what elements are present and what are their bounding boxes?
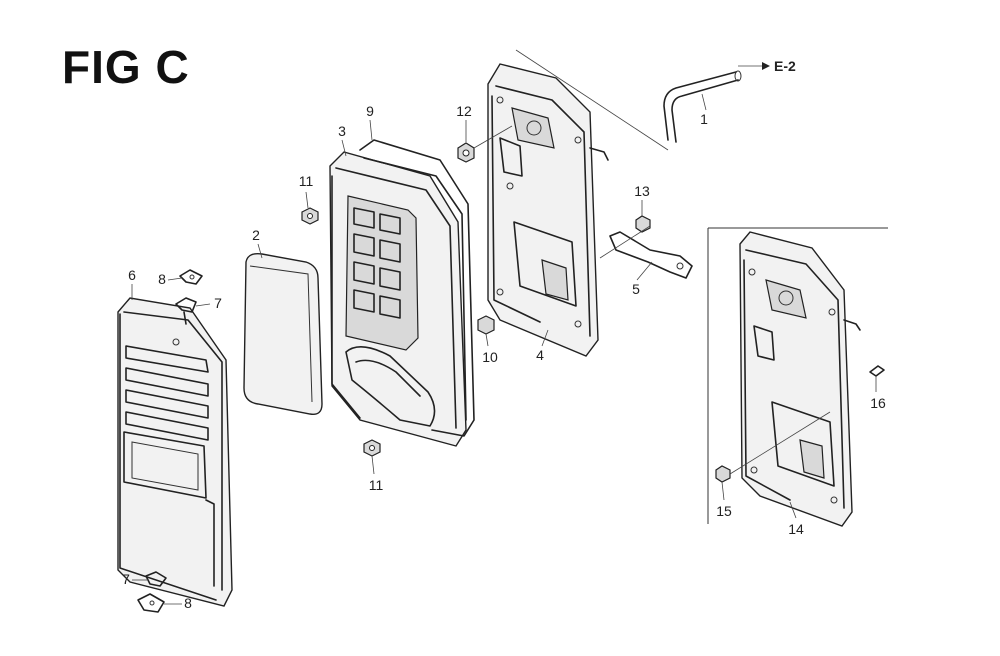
callout-8-lower: 8 bbox=[184, 595, 192, 611]
screw-7-lower bbox=[145, 571, 167, 587]
breather-tube bbox=[663, 70, 742, 143]
callout-labels: 1 2 3 4 5 6 7 7 8 8 9 10 11 11 12 13 14 … bbox=[122, 58, 886, 611]
reference-e2: E-2 bbox=[774, 58, 796, 74]
case-gasket bbox=[359, 139, 475, 437]
clip-8-upper bbox=[179, 269, 203, 285]
callout-7-upper: 7 bbox=[214, 295, 222, 311]
reference-diagonal bbox=[515, 49, 669, 151]
air-cleaner-cover bbox=[117, 297, 233, 607]
callout-6: 6 bbox=[128, 267, 136, 283]
callout-8-upper: 8 bbox=[158, 271, 166, 287]
inset-frame bbox=[707, 227, 888, 524]
callout-15: 15 bbox=[716, 503, 732, 519]
callout-5: 5 bbox=[632, 281, 640, 297]
callout-10: 10 bbox=[482, 349, 498, 365]
nut-12 bbox=[457, 142, 475, 163]
callout-1: 1 bbox=[700, 111, 708, 127]
callout-16: 16 bbox=[870, 395, 886, 411]
callout-2: 2 bbox=[252, 227, 260, 243]
nut-13 bbox=[635, 215, 651, 233]
callout-12: 12 bbox=[456, 103, 472, 119]
air-cleaner-case bbox=[329, 151, 467, 447]
mounting-bracket bbox=[609, 231, 693, 279]
pin-16 bbox=[869, 365, 885, 377]
callout-3: 3 bbox=[338, 123, 346, 139]
back-plate bbox=[487, 63, 609, 357]
screw-7-upper bbox=[175, 297, 197, 325]
callout-7-lower: 7 bbox=[122, 571, 130, 587]
air-filter-element bbox=[243, 252, 323, 415]
callout-11-upper: 11 bbox=[299, 173, 314, 189]
figure-title: FIG C bbox=[62, 41, 190, 93]
nut-11-upper bbox=[301, 207, 319, 225]
clip-8-lower bbox=[137, 593, 165, 613]
nut-11-lower bbox=[363, 439, 381, 457]
callout-9: 9 bbox=[366, 103, 374, 119]
alternate-back-plate bbox=[739, 231, 861, 527]
callout-14: 14 bbox=[788, 521, 804, 537]
callout-11-lower: 11 bbox=[369, 477, 384, 493]
nut-15 bbox=[715, 465, 731, 483]
callout-13: 13 bbox=[634, 183, 650, 199]
callout-4: 4 bbox=[536, 347, 544, 363]
leader-lines bbox=[131, 62, 877, 605]
hardware-parts bbox=[137, 142, 885, 613]
nut-10 bbox=[477, 315, 495, 335]
